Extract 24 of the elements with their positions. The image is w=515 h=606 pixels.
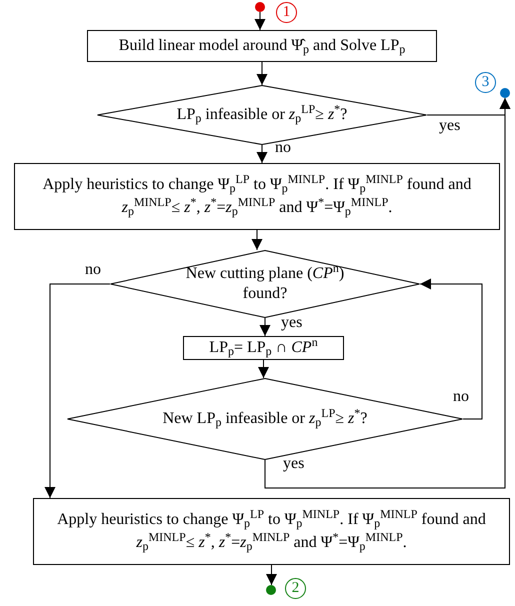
arrow (44, 284, 110, 498)
arrow (260, 318, 270, 336)
process-text: Build linear model around Ψ̂$_{p}$ and Solve LP$_{p}$ (118, 36, 406, 58)
arrow (266, 564, 277, 586)
decision-text: New LP$_{p}$ infeasible or z$_{p}$$^{LP}$≥ z$^{*}$? (162, 409, 368, 429)
connector-number: 2 (285, 578, 306, 599)
process-box (14, 163, 500, 230)
arrow (252, 230, 262, 250)
connector-number: 3 (475, 72, 496, 93)
arrow (420, 278, 482, 420)
process-text: LP$_{p}$= LP$_{p}$ ∩ CP$^{n}$ (209, 336, 318, 360)
process-box (183, 336, 344, 360)
arrow (254, 12, 266, 30)
arrow (256, 144, 268, 164)
arrow (256, 62, 268, 86)
process-text: Apply heuristics to change Ψ$_{p}$$^{LP}$ to Ψ$_{p}$$^{MINLP}$. If Ψ$_{p}$$^{MINLP}$ found and z$_{p}$$^{MINLP}$≤ z$^{*}$, z$^{*}$=z$_{p}$$^{MINLP}$ and Ψ$^{*}$=Ψ$_{p}$$^{MINLP}$. (56, 509, 487, 554)
process-box (87, 30, 437, 62)
decision-text: LP$_{p}$ infeasible or z$_{p}$$^{LP}$≥ z$^{*}$? (176, 105, 348, 125)
arrow (258, 360, 269, 378)
arrow (264, 98, 510, 488)
process-box (33, 498, 510, 565)
decision-text: New cutting plane (CP$^{n}$) found? (184, 264, 346, 304)
connector-number: 1 (276, 2, 297, 23)
process-text: Apply heuristics to change Ψ$_{p}$$^{LP}$ to Ψ$_{p}$$^{MINLP}$. If Ψ$_{p}$$^{MINLP}$ found and z$_{p}$$^{MINLP}$≤ z$^{*}$, z$^{*}$=z$_{p}$$^{MINLP}$ and Ψ$^{*}$=Ψ$_{p}$$^{MINLP}$. (42, 174, 472, 219)
